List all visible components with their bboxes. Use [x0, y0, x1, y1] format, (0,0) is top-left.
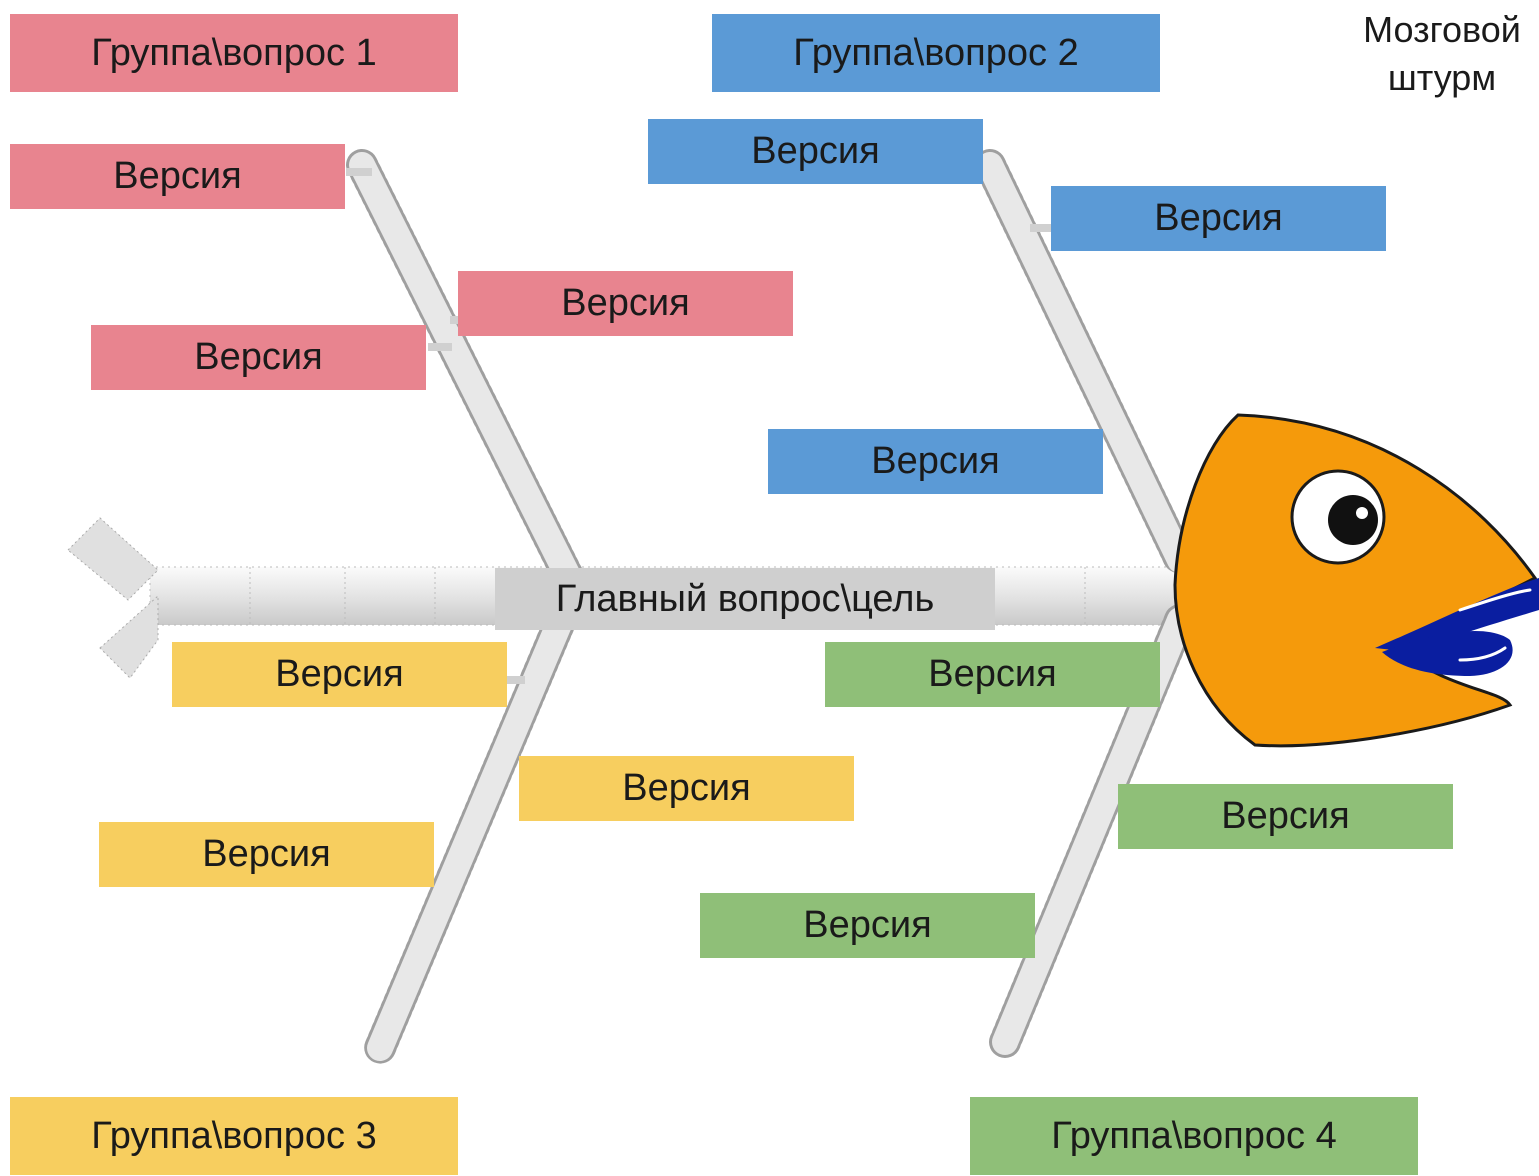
fish-head — [1173, 413, 1538, 748]
group-2-label: Группа\вопрос 2 — [712, 14, 1160, 92]
version-label: Версия — [10, 144, 345, 209]
title-line-1: Мозговой — [1363, 9, 1521, 50]
group-1-label: Группа\вопрос 1 — [10, 14, 458, 92]
version-label: Версия — [1051, 186, 1386, 251]
version-label: Версия — [825, 642, 1160, 707]
bone-group-3 — [364, 594, 581, 1064]
version-label: Версия — [1118, 784, 1453, 849]
version-label: Версия — [91, 325, 426, 390]
group-4-label: Группа\вопрос 4 — [970, 1097, 1418, 1175]
version-label: Версия — [519, 756, 854, 821]
bone-group-2 — [974, 149, 1196, 576]
version-label: Версия — [648, 119, 983, 184]
bone-group-1 — [346, 149, 586, 596]
version-label: Версия — [172, 642, 507, 707]
fish-lips — [1375, 578, 1539, 676]
title-line-2: штурм — [1387, 57, 1497, 98]
version-label: Версия — [700, 893, 1035, 958]
version-label: Версия — [768, 429, 1103, 494]
version-label: Версия — [458, 271, 793, 336]
fish-tail — [67, 517, 159, 679]
fish-eye — [1290, 469, 1386, 565]
diagram-title: Мозговой штурм — [1345, 6, 1539, 102]
main-goal-label: Главный вопрос\цель — [495, 568, 995, 630]
version-label: Версия — [99, 822, 434, 887]
group-3-label: Группа\вопрос 3 — [10, 1097, 458, 1175]
